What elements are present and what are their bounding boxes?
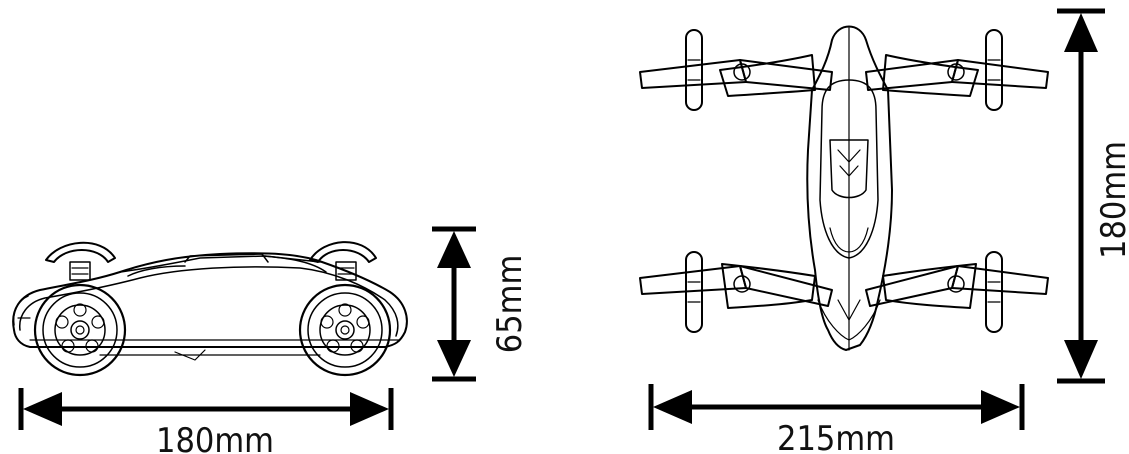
side-height-label: 65mm	[490, 255, 530, 354]
top-width-label: 215mm	[777, 419, 895, 454]
side-length-label: 180mm	[156, 421, 274, 454]
top-length-label: 180mm	[1094, 141, 1129, 259]
side-view-car	[12, 241, 408, 377]
side-length-dimension	[18, 388, 394, 430]
top-view-car	[639, 25, 1049, 351]
top-length-dimension	[1057, 8, 1105, 384]
wheel-left	[33, 283, 127, 377]
wheel-right	[298, 283, 392, 377]
side-height-dimension	[432, 226, 476, 382]
top-width-dimension	[648, 384, 1025, 430]
